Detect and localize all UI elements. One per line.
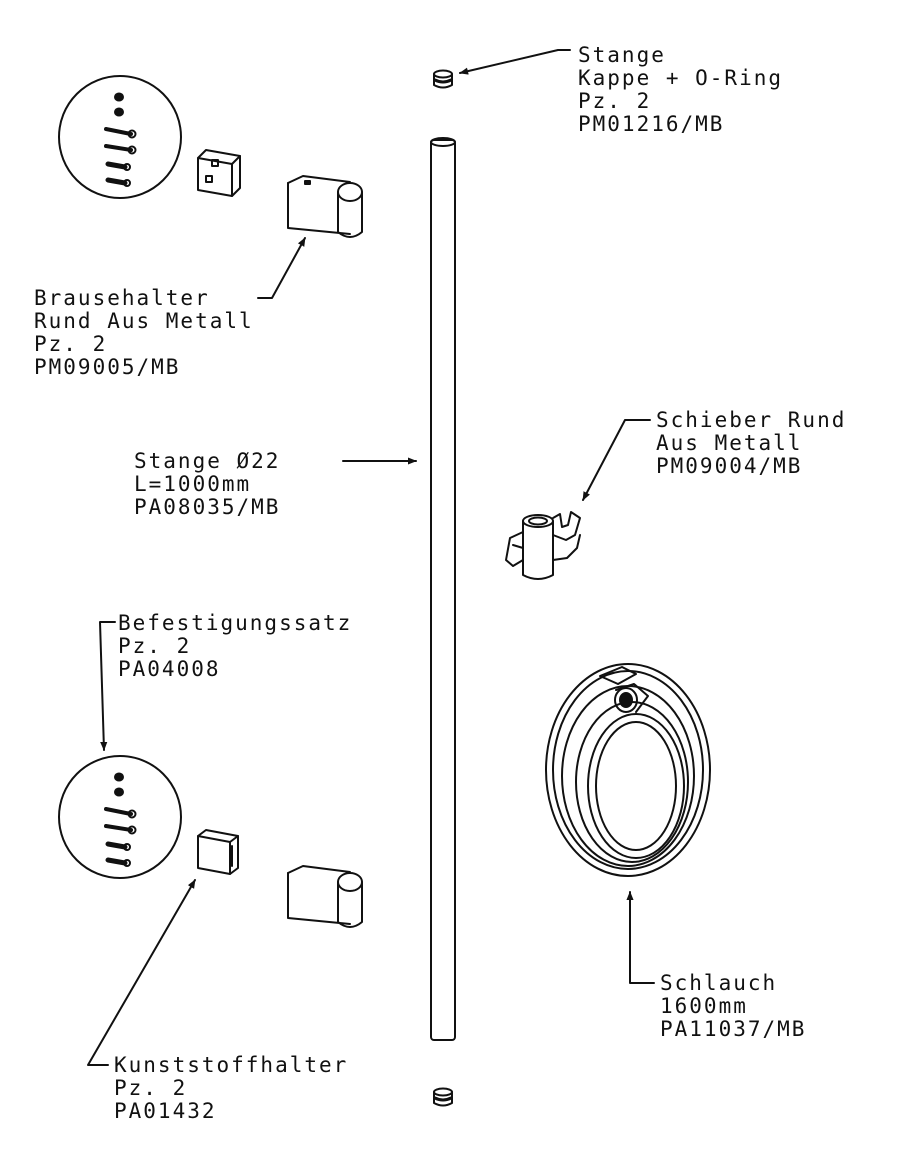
plastic-holder-part-number: PA01432 (114, 1099, 217, 1123)
cap-label: Stange Kappe + O-Ring Pz. 2 PM01216/MB (578, 44, 783, 136)
top-cap-part (433, 69, 453, 89)
bottom-plastic-holder (197, 829, 239, 875)
fixing-set-label: Befestigungssatz Pz. 2 PA04008 (118, 612, 352, 681)
rod-length: L=1000mm (134, 472, 252, 496)
metal-holder-description: Rund Aus Metall (34, 309, 254, 333)
top-plastic-clip (197, 149, 241, 197)
hose-coil-part (545, 663, 711, 877)
bottom-fixing-set-detail (58, 755, 182, 879)
slider-description: Aus Metall (656, 431, 803, 455)
cap-part-number: PM01216/MB (578, 112, 725, 136)
cap-quantity: Pz. 2 (578, 89, 652, 113)
slider-part (505, 511, 581, 580)
plastic-holder-quantity: Pz. 2 (114, 1076, 188, 1100)
hose-length: 1600mm (660, 994, 748, 1018)
slider-name: Schieber Rund (656, 408, 847, 432)
hose-part-number: PA11037/MB (660, 1017, 807, 1041)
metal-holder-label: Brausehalter Rund Aus Metall Pz. 2 PM090… (34, 287, 254, 379)
hose-name: Schlauch (660, 971, 778, 995)
fixing-set-quantity: Pz. 2 (118, 634, 192, 658)
metal-holder-part-number: PM09005/MB (34, 355, 181, 379)
plastic-holder-label: Kunststoffhalter Pz. 2 PA01432 (114, 1054, 348, 1123)
bottom-holder-body (287, 865, 363, 928)
metal-holder-quantity: Pz. 2 (34, 332, 108, 356)
leader-lines (87, 49, 655, 1066)
plastic-holder-name: Kunststoffhalter (114, 1053, 349, 1077)
bottom-cap-part (433, 1087, 453, 1107)
rod-name: Stange Ø22 (134, 449, 281, 473)
cap-name: Stange (578, 43, 666, 67)
fixing-set-name: Befestigungssatz (118, 611, 353, 635)
top-metal-holder (287, 175, 363, 238)
rod-part-number: PA08035/MB (134, 495, 281, 519)
metal-holder-name: Brausehalter (34, 286, 210, 310)
slider-part-number: PM09004/MB (656, 454, 803, 478)
hose-label: Schlauch 1600mm PA11037/MB (660, 972, 806, 1041)
rod-part (430, 137, 456, 1041)
cap-description: Kappe + O-Ring (578, 66, 784, 90)
slider-label: Schieber Rund Aus Metall PM09004/MB (656, 409, 846, 478)
top-fixing-set-detail (58, 75, 182, 199)
rod-label: Stange Ø22 L=1000mm PA08035/MB (134, 450, 280, 519)
fixing-set-part-number: PA04008 (118, 657, 221, 681)
